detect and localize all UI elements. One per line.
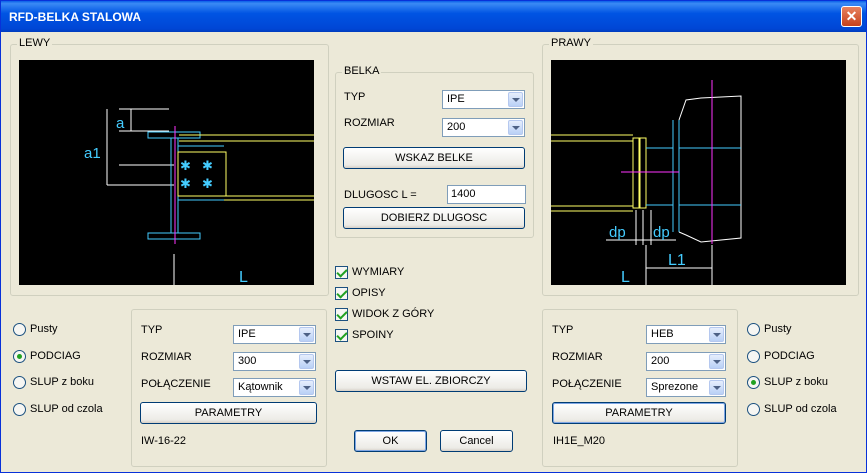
left-polaczenie-select[interactable]: Kątownik [233,378,316,397]
chevron-down-icon[interactable] [508,120,523,135]
ok-button[interactable]: OK [354,430,427,452]
right-group: PRAWY [542,37,859,296]
right-group-label: PRAWY [549,37,593,49]
left-parametry-button[interactable]: PARAMETRY [140,402,317,424]
belka-rozmiar-value: 200 [447,121,466,133]
left-rozmiar-value: 300 [238,355,257,367]
window-title: RFD-BELKA STALOWA [9,10,141,24]
dlugosc-label: DLUGOSC L = [344,189,417,201]
right-preview-canvas: dp dp L1 L [551,60,846,290]
cancel-button[interactable]: Cancel [440,430,513,452]
chevron-down-icon[interactable] [299,327,314,342]
left-typ-value: IPE [238,328,256,340]
left-group-label: LEWY [17,37,53,49]
wstaw-el-zbiorczy-button[interactable]: WSTAW EL. ZBIORCZY [335,370,527,392]
spoiny-label: SPOINY [352,329,394,341]
dialog-client: LEWY a1 a [4,32,863,470]
wymiary-label: WYMIARY [352,266,405,278]
left-preview-canvas: a1 a ✱ ✱ ✱ ✱ [19,60,314,290]
opisy-checkbox[interactable] [335,287,348,300]
left-beam-drawing: a1 a ✱ ✱ ✱ ✱ [84,108,314,290]
left-polaczenie-label: POŁĄCZENIE [141,378,211,390]
right-parametry-button[interactable]: PARAMETRY [552,402,726,424]
right-radio-slup-z-boku-label: SLUP z boku [764,376,829,388]
right-polaczenie-label: POŁĄCZENIE [552,378,622,390]
dim-dp-2: dp [653,224,670,241]
belka-rozmiar-select[interactable]: 200 [442,118,525,137]
chevron-down-icon[interactable] [299,354,314,369]
right-polaczenie-select[interactable]: Sprezone [646,378,726,397]
right-radio-pusty[interactable] [747,323,760,336]
right-rozmiar-value: 200 [651,355,670,367]
right-radio-pusty-label: Pusty [764,323,792,335]
chevron-down-icon[interactable] [709,354,724,369]
title-bar[interactable]: RFD-BELKA STALOWA ✕ [1,1,866,32]
svg-text:✱: ✱ [180,158,191,173]
opisy-label: OPISY [352,287,386,299]
belka-rozmiar-label: ROZMIAR [344,117,395,129]
chevron-down-icon[interactable] [709,380,724,395]
left-rozmiar-label: ROZMIAR [141,351,192,363]
chevron-down-icon[interactable] [299,380,314,395]
svg-text:✱: ✱ [202,176,213,191]
right-radio-slup-od-czola-label: SLUP od czola [764,403,837,415]
left-radio-slup-od-czola-label: SLUP od czola [30,403,103,415]
left-radio-podciag-label: PODCIAG [30,350,81,362]
belka-typ-label: TYP [344,91,366,103]
left-radio-pusty[interactable] [13,323,26,336]
left-polaczenie-value: Kątownik [238,381,283,393]
dlugosc-input[interactable]: 1400 [447,185,526,204]
chevron-down-icon[interactable] [709,327,724,342]
left-group: LEWY [10,37,329,296]
left-connection-code: IW-16-22 [141,435,187,447]
right-radio-podciag-label: PODCIAG [764,350,815,362]
close-icon[interactable]: ✕ [841,6,862,27]
dim-dp-1: dp [609,224,626,241]
left-typ-select[interactable]: IPE [233,325,316,344]
dim-L-right: L [621,269,630,285]
left-connection-group [131,309,327,467]
right-polaczenie-value: Sprezone [651,381,699,393]
spoiny-checkbox[interactable] [335,329,348,342]
dim-L1: L1 [668,252,686,269]
right-rozmiar-label: ROZMIAR [552,351,603,363]
right-typ-select[interactable]: HEB [646,325,726,344]
left-radio-slup-od-czola[interactable] [13,403,26,416]
wskaz-belke-button[interactable]: WSKAZ BELKE [343,147,525,169]
right-radio-slup-od-czola[interactable] [747,403,760,416]
widok-z-gory-checkbox[interactable] [335,308,348,321]
belka-typ-select[interactable]: IPE [442,90,525,109]
svg-text:✱: ✱ [180,176,191,191]
left-radio-slup-z-boku[interactable] [13,376,26,389]
dobierz-dlugosc-button[interactable]: DOBIERZ DLUGOSC [343,207,525,229]
right-connection-code: IH1E_M20 [553,435,605,447]
left-typ-label: TYP [141,324,163,336]
right-beam-drawing: dp dp L1 L [551,80,742,290]
widok-z-gory-label: WIDOK Z GÓRY [352,308,435,320]
left-radio-slup-z-boku-label: SLUP z boku [30,376,95,388]
left-radio-podciag[interactable] [13,350,26,363]
right-typ-label: TYP [552,324,574,336]
dim-a1: a1 [84,145,101,162]
belka-group: BELKA [335,65,534,238]
right-radio-podciag[interactable] [747,350,760,363]
left-rozmiar-select[interactable]: 300 [233,352,316,371]
chevron-down-icon[interactable] [508,92,523,107]
svg-text:✱: ✱ [202,158,213,173]
right-connection-group [542,309,738,467]
dim-a: a [116,115,125,132]
wymiary-checkbox[interactable] [335,266,348,279]
right-typ-value: HEB [651,328,674,340]
belka-typ-value: IPE [447,93,465,105]
belka-group-label: BELKA [342,65,382,77]
dim-L-left: L [239,269,248,285]
right-rozmiar-select[interactable]: 200 [646,352,726,371]
left-radio-pusty-label: Pusty [30,323,58,335]
right-radio-slup-z-boku[interactable] [747,376,760,389]
